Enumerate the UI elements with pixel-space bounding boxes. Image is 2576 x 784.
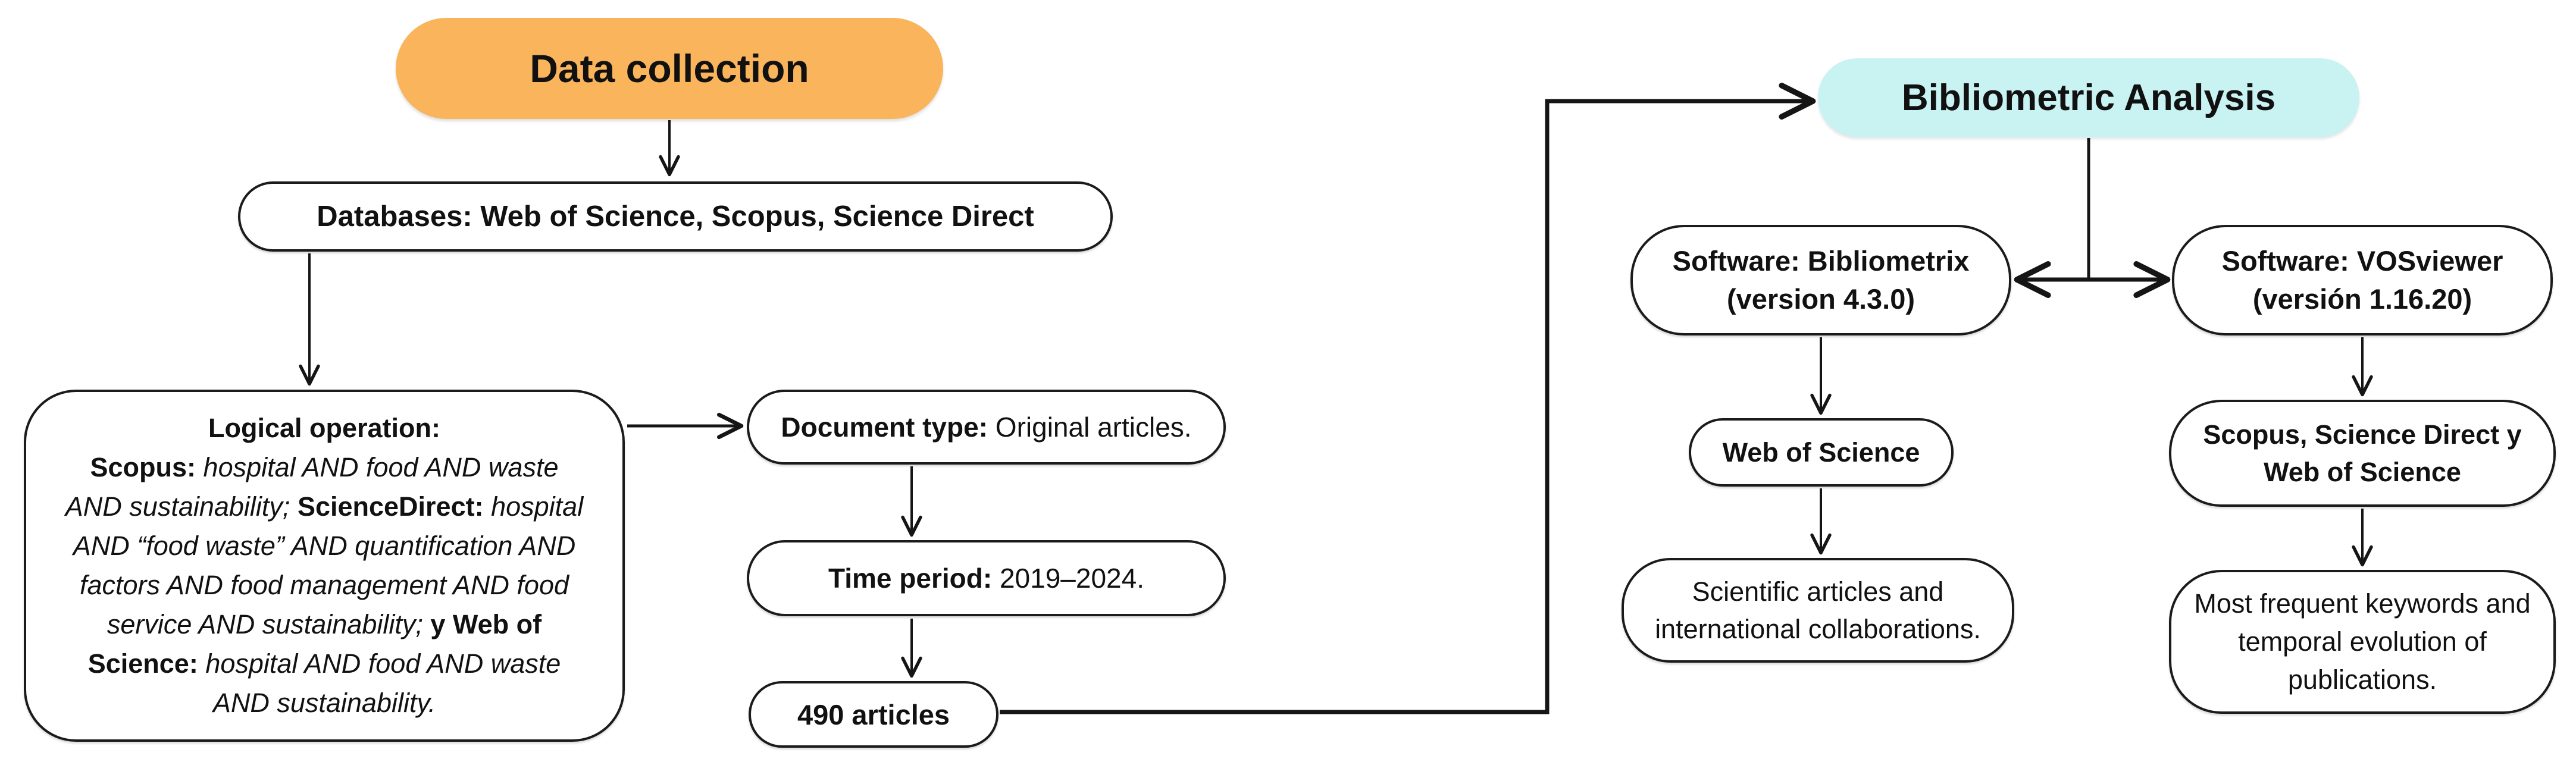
software-bibliometrix-line2: (version 4.3.0) <box>1726 283 1915 315</box>
document-type-label: Document type: Original articles. <box>781 412 1192 443</box>
time-period-box: Time period: 2019–2024. <box>747 540 1226 616</box>
logical-operation-line: Science: hospital AND food AND waste <box>87 648 561 679</box>
logical-operation-line: AND sustainability. <box>212 688 436 718</box>
time-period-label: Time period: 2019–2024. <box>828 563 1144 594</box>
web-of-science-box: Web of Science <box>1689 418 1954 487</box>
databases-label: Databases: Web of Science, Scopus, Scien… <box>317 200 1034 233</box>
scientific-articles-line1: Scientific articles and <box>1692 576 1944 607</box>
software-bibliometrix-line1: Software: Bibliometrix <box>1672 245 1970 277</box>
data-collection-label: Data collection <box>530 46 809 90</box>
logical-operation-line: AND “food waste” AND quantification AND <box>73 531 576 561</box>
bibliometric-analysis-label: Bibliometric Analysis <box>1901 77 2276 118</box>
articles-count-label: 490 articles <box>797 698 950 730</box>
keywords-evolution-box: Most frequent keywords and temporal evol… <box>2169 570 2556 714</box>
databases-box: Databases: Web of Science, Scopus, Scien… <box>238 181 1113 252</box>
software-bibliometrix-box: Software: Bibliometrix (version 4.3.0) <box>1630 225 2011 335</box>
software-vosviewer-box: Software: VOSviewer (versión 1.16.20) <box>2172 225 2553 335</box>
logical-operation-title: Logical operation: <box>208 413 440 443</box>
software-vosviewer-line2: (versión 1.16.20) <box>2252 283 2472 315</box>
document-type-box: Document type: Original articles. <box>747 390 1226 465</box>
logical-operation-line: Scopus: hospital AND food AND waste <box>90 452 559 482</box>
scopus-sciencedirect-wos-line2: Web of Science <box>2264 457 2461 487</box>
scientific-articles-line2: international collaborations. <box>1655 614 1981 644</box>
logical-operation-line: service AND sustainability; y Web of <box>107 609 542 639</box>
software-vosviewer-line1: Software: VOSviewer <box>2221 245 2503 277</box>
bibliometric-analysis-box: Bibliometric Analysis <box>1818 58 2359 137</box>
keywords-evolution-line1: Most frequent keywords and <box>2194 588 2531 619</box>
logical-operation-box: Logical operation: Scopus: hospital AND … <box>24 390 625 742</box>
scopus-sciencedirect-wos-line1: Scopus, Science Direct y <box>2203 419 2522 450</box>
keywords-evolution-line3: publications. <box>2287 664 2437 695</box>
logical-operation-line: AND sustainability; ScienceDirect: hospi… <box>65 491 584 522</box>
data-collection-box: Data collection <box>396 18 943 119</box>
connector-490-to-bibliometric <box>1000 83 1816 714</box>
articles-count-box: 490 articles <box>749 681 999 748</box>
scopus-sciencedirect-wos-box: Scopus, Science Direct y Web of Science <box>2169 400 2556 507</box>
scientific-articles-box: Scientific articles and international co… <box>1622 558 2014 663</box>
logical-operation-line: factors AND food management AND food <box>79 570 569 600</box>
web-of-science-label: Web of Science <box>1722 437 1920 468</box>
keywords-evolution-line2: temporal evolution of <box>2238 626 2487 657</box>
